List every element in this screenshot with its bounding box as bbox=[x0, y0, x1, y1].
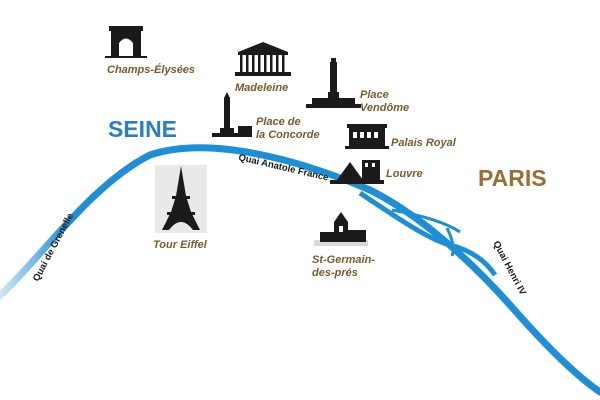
st-germain-label-line2: des-prés bbox=[312, 267, 358, 279]
vendome-column-icon bbox=[306, 58, 361, 108]
seine-island-arm-2 bbox=[391, 208, 461, 234]
river-label: SEINE bbox=[108, 116, 177, 142]
place-vendome-label-line1: Place bbox=[360, 89, 389, 101]
st-germain-church-icon bbox=[314, 212, 368, 246]
madeleine-church-icon bbox=[235, 42, 291, 76]
seine-island-arm bbox=[358, 190, 498, 277]
louvre-label: Louvre bbox=[386, 168, 423, 180]
palais-royal-icon bbox=[345, 124, 389, 149]
tour-eiffel-label: Tour Eiffel bbox=[153, 239, 208, 251]
arc-de-triomphe-icon bbox=[105, 26, 147, 58]
city-label: PARIS bbox=[478, 165, 547, 191]
place-vendome-label-line2: Vendôme bbox=[360, 102, 409, 114]
st-germain-label-line1: St-Germain- bbox=[312, 254, 375, 266]
place-concorde-label-line2: la Concorde bbox=[256, 129, 320, 141]
louvre-icon bbox=[330, 160, 384, 184]
champs-elysees-label: Champs-Élysées bbox=[107, 63, 195, 76]
palais-royal-label: Palais Royal bbox=[391, 137, 457, 149]
madeleine-label: Madeleine bbox=[235, 82, 288, 94]
quai-de-grenelle-label: Quai de Grenelle bbox=[31, 212, 76, 284]
concorde-obelisk-icon bbox=[212, 92, 252, 137]
seine-cross-channel bbox=[445, 227, 455, 257]
place-concorde-label-line1: Place de bbox=[256, 116, 301, 128]
eiffel-tower-icon bbox=[155, 165, 207, 233]
